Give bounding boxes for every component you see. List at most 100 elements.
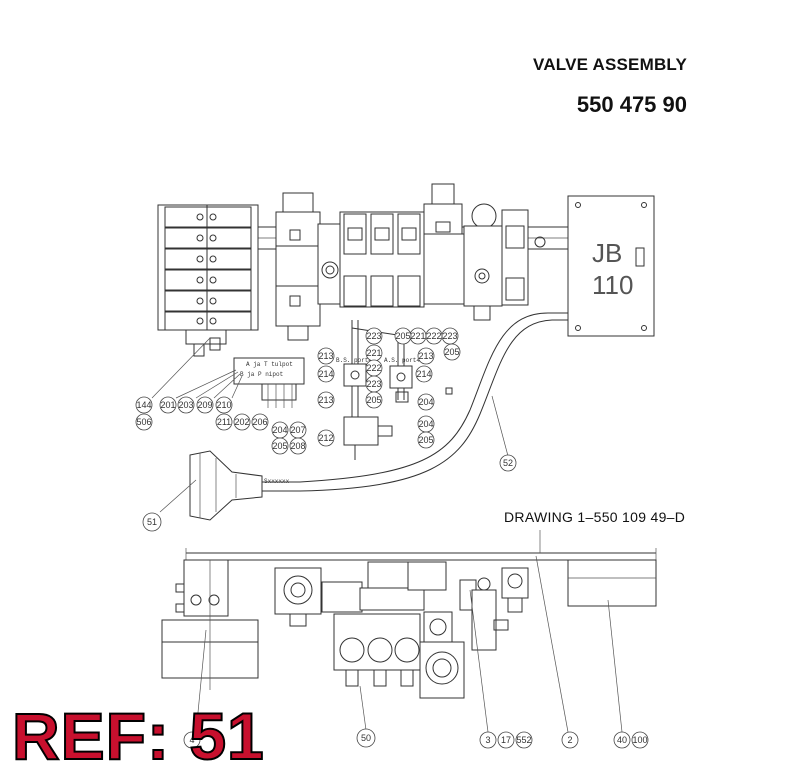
svg-text:207: 207 (290, 425, 305, 435)
svg-text:205: 205 (272, 441, 287, 451)
svg-text:221: 221 (410, 331, 425, 341)
callout-bubble: 204 (417, 415, 435, 433)
svg-text:52: 52 (503, 458, 513, 468)
svg-text:222: 222 (426, 331, 441, 341)
callout-bubble: 202 (233, 413, 251, 431)
callout-bubble: 205 (417, 431, 435, 449)
callout-bubble: 221 (365, 344, 383, 362)
svg-text:100: 100 (632, 735, 647, 745)
callout-bubble: 4 (183, 731, 201, 749)
svg-text:A ja T tulpot: A ja T tulpot (246, 361, 293, 368)
callout-bubble: 205 (443, 343, 461, 361)
callout-bubble: 100 (631, 731, 649, 749)
left-valve-bank (157, 204, 259, 357)
callout-bubble: 223 (441, 327, 459, 345)
leader-lines (151, 337, 509, 513)
svg-text:204: 204 (418, 419, 433, 429)
svg-text:221: 221 (366, 348, 381, 358)
svg-text:222: 222 (366, 363, 381, 373)
callout-bubble: 204 (417, 393, 435, 411)
callout-bubble: 214 (415, 365, 433, 383)
callout-bubble: 211 (215, 413, 233, 431)
callout-bubble: 2 (561, 731, 579, 749)
cartridge-valve-stack (339, 211, 425, 308)
drawing-title: VALVE ASSEMBLY (533, 55, 687, 74)
callout-bubble: 223 (365, 327, 383, 345)
callout-bubble: 552 (515, 731, 533, 749)
pressure-valve (463, 203, 503, 321)
callout-bubble: 222 (425, 327, 443, 345)
svg-text:223: 223 (366, 379, 381, 389)
bottom-left-manifold (161, 559, 259, 690)
ref-label: REF: 51 (11, 698, 265, 774)
svg-text:209: 209 (197, 400, 212, 410)
callout-bubble: 212 (317, 429, 335, 447)
cable-gland: Sxxxxxx (189, 450, 290, 521)
drawing-number: DRAWING 1–550 109 49–D (504, 509, 686, 525)
svg-text:213: 213 (418, 351, 433, 361)
callout-bubble: 206 (251, 413, 269, 431)
callout-bubble: 204 (271, 421, 289, 439)
junction-box-number: 110 (592, 270, 633, 300)
svg-text:206: 206 (252, 417, 267, 427)
callout-bubble: 213 (317, 347, 335, 365)
callout-bubble: 222 (365, 359, 383, 377)
callout-bubble: 223 (365, 375, 383, 393)
svg-text:205: 205 (395, 331, 410, 341)
svg-text:3: 3 (485, 735, 490, 745)
svg-text:210: 210 (216, 400, 231, 410)
bottom-pump-block (274, 561, 447, 627)
svg-text:214: 214 (318, 369, 333, 379)
svg-text:506: 506 (136, 417, 151, 427)
svg-text:201: 201 (160, 400, 175, 410)
svg-text:211: 211 (217, 417, 231, 427)
svg-text:B ja P nipot: B ja P nipot (240, 371, 283, 378)
svg-text:205: 205 (444, 347, 459, 357)
svg-text:223: 223 (366, 331, 381, 341)
svg-text:223: 223 (442, 331, 457, 341)
callout-bubble: 52 (499, 454, 517, 472)
callout-bubble: 213 (317, 391, 335, 409)
callout-bubble: 209 (196, 396, 214, 414)
svg-text:204: 204 (418, 397, 433, 407)
callout-bubble: 506 (135, 413, 153, 431)
proportional-valve (423, 183, 465, 305)
callout-bubble: 40 (613, 731, 631, 749)
callout-bubble: 51 (142, 512, 162, 532)
callout-bubble: 214 (317, 365, 335, 383)
bottom-valve-stack (333, 613, 421, 687)
callouts-top: 213 221 222 223 221 213 214 205 223 213 … (135, 327, 517, 532)
svg-text:212: 212 (318, 433, 333, 443)
svg-text:214: 214 (416, 369, 431, 379)
svg-text:204: 204 (272, 425, 287, 435)
svg-text:205: 205 (418, 435, 433, 445)
right-cartridge-valve (501, 209, 529, 306)
svg-text:213: 213 (318, 395, 333, 405)
callout-bubble: 213 (417, 347, 435, 365)
svg-text:202: 202 (234, 417, 249, 427)
hose-tag: Sxxxxxx (264, 478, 290, 485)
callouts-bottom: 4 50 3 17 552 2 40 100 (183, 728, 649, 749)
svg-text:205: 205 (366, 395, 381, 405)
bottom-central-block (419, 577, 509, 699)
svg-text:213: 213 (318, 351, 333, 361)
callout-bubble: 17 (497, 731, 515, 749)
callout-bubble: 203 (177, 396, 195, 414)
callout-bubble: 210 (215, 396, 233, 414)
junction-box-label: JB (592, 238, 622, 268)
svg-text:144: 144 (136, 400, 151, 410)
svg-text:B.S. port4: B.S. port4 (336, 357, 372, 364)
callout-bubble: 205 (271, 437, 289, 455)
svg-text:552: 552 (516, 735, 531, 745)
svg-text:51: 51 (147, 517, 157, 527)
svg-text:2: 2 (567, 735, 572, 745)
bottom-right-components (501, 559, 657, 613)
svg-text:A.S. port4: A.S. port4 (384, 357, 420, 364)
callout-bubble: 144 (135, 396, 153, 414)
svg-text:50: 50 (361, 733, 371, 743)
svg-text:4: 4 (189, 735, 194, 745)
callout-bubble: 3 (479, 731, 497, 749)
port-block: A ja T tulpot B ja P nipot (233, 357, 305, 408)
callout-bubble: 201 (159, 396, 177, 414)
